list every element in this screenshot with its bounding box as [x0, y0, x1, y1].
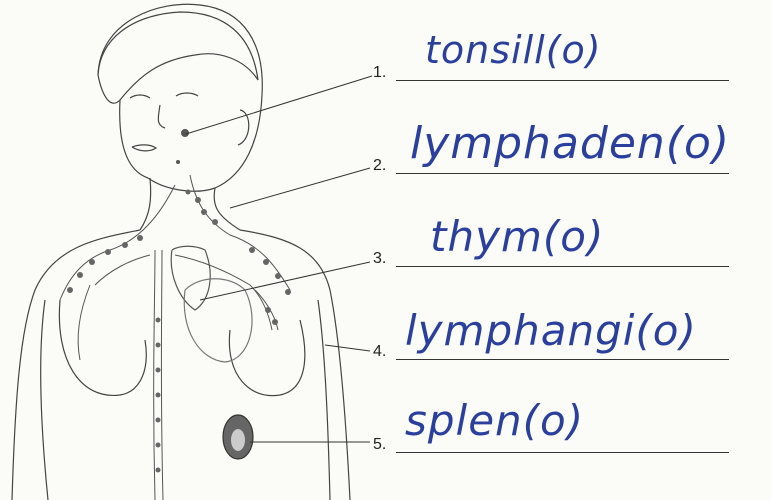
- answer-line-4[interactable]: [396, 359, 729, 360]
- eye-left: [130, 95, 150, 98]
- answer-line-2[interactable]: [396, 173, 729, 174]
- handwritten-answer-5: splen(o): [405, 396, 584, 445]
- leader-line-2: [230, 168, 370, 208]
- breast-right: [229, 320, 304, 396]
- nose: [158, 105, 165, 128]
- leader-line-3: [200, 262, 370, 300]
- answer-line-5[interactable]: [396, 452, 729, 453]
- label-number-2: 2.: [373, 157, 386, 175]
- thoracic-duct: [154, 250, 155, 500]
- face-outline: [120, 100, 148, 178]
- handwritten-answer-2: lymphaden(o): [410, 118, 730, 169]
- leader-line-4: [325, 345, 370, 351]
- answer-line-1[interactable]: [396, 80, 729, 81]
- neck-left: [140, 178, 151, 230]
- mouth: [132, 145, 156, 151]
- neck-right: [214, 188, 240, 230]
- label-number-3: 3.: [373, 250, 386, 268]
- torso-outline-left: [12, 230, 140, 500]
- leader-line-1: [186, 76, 372, 134]
- answer-line-3[interactable]: [396, 266, 729, 267]
- heart: [184, 279, 252, 362]
- handwritten-answer-1: tonsill(o): [425, 28, 602, 72]
- label-number-5: 5.: [373, 436, 386, 454]
- label-number-4: 4.: [373, 343, 386, 361]
- label-number-1: 1.: [373, 64, 386, 82]
- breast-left: [59, 300, 146, 395]
- handwritten-answer-4: lymphangi(o): [405, 306, 697, 355]
- handwritten-answer-3: thym(o): [430, 212, 604, 261]
- eye-right: [176, 93, 198, 96]
